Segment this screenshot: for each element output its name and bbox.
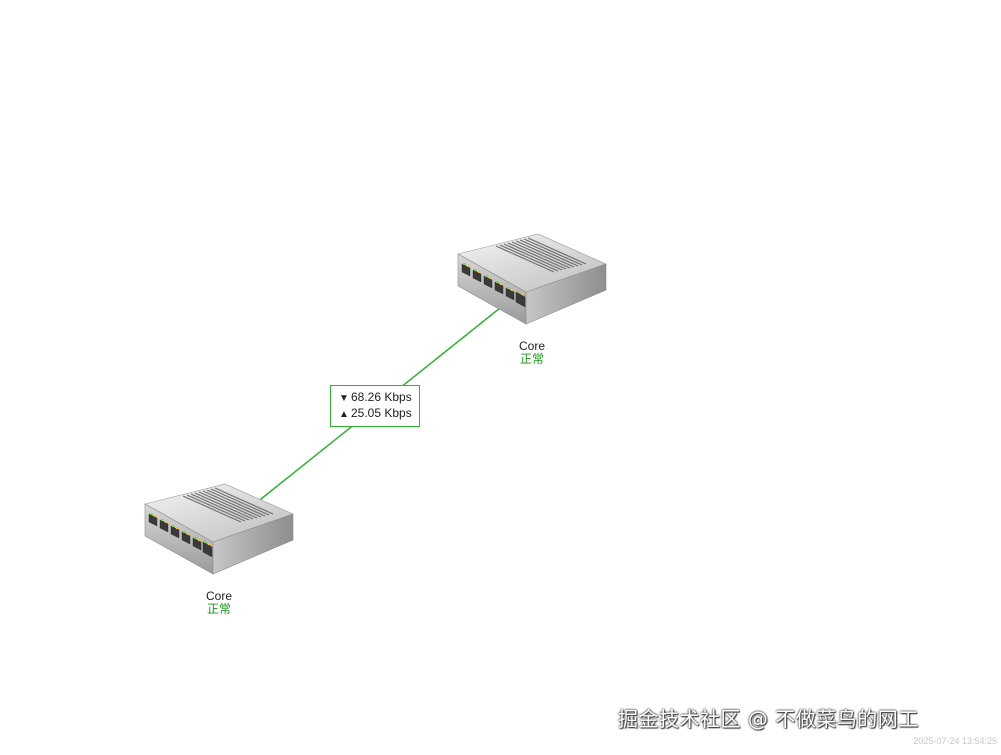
node-name: Core [205, 589, 232, 603]
node-status: 正常 [519, 352, 544, 366]
watermark-text: 掘金技术社区 @ 不做菜鸟的网工 [618, 707, 919, 731]
node-label-core-top: Core 正常 [492, 340, 572, 366]
network-switch-icon[interactable] [457, 233, 607, 325]
upload-rate-row: ▲25.05 Kbps [339, 406, 419, 422]
node-name: Core [518, 339, 545, 353]
download-rate: 68.26 Kbps [351, 390, 412, 404]
node-status: 正常 [206, 602, 231, 616]
timestamp: 2025-07-24 13:54:25 [913, 736, 997, 746]
network-switch-icon[interactable] [144, 483, 294, 575]
down-arrow-icon: ▼ [339, 393, 349, 404]
upload-rate: 25.05 Kbps [351, 406, 412, 420]
download-rate-row: ▼68.26 Kbps [339, 390, 419, 406]
up-arrow-icon: ▲ [339, 409, 349, 420]
node-label-core-bottom: Core 正常 [179, 590, 259, 616]
link-traffic-box[interactable]: ▼68.26 Kbps ▲25.05 Kbps [330, 385, 420, 427]
